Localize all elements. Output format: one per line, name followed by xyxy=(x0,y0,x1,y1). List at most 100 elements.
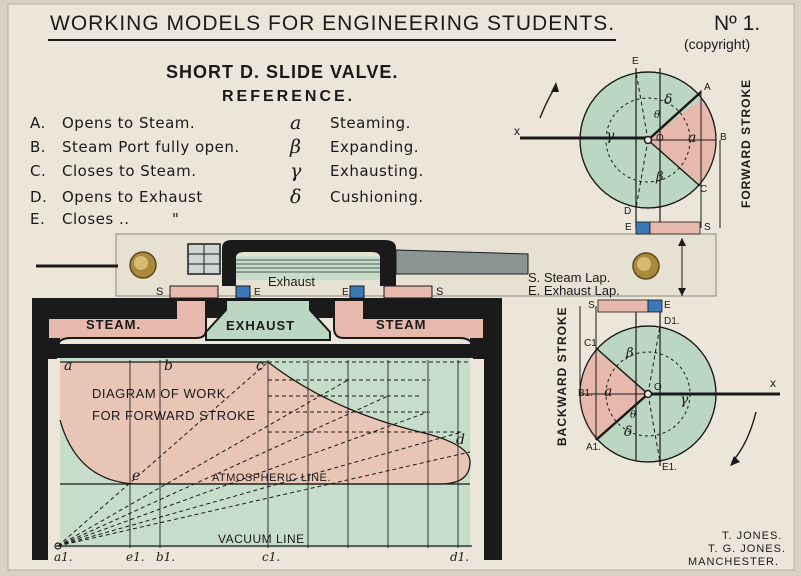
work-label-c: c xyxy=(256,358,264,374)
reference-key-b: B. xyxy=(30,138,47,156)
forward-stroke-label: FORWARD STROKE xyxy=(739,78,753,208)
reference-key-e: E. xyxy=(30,210,46,228)
work-label-d1: d1. xyxy=(450,550,470,564)
valve-subtitle: SHORT D. SLIDE VALVE. xyxy=(166,62,399,82)
rivet-right xyxy=(632,252,660,280)
bwd-gamma: γ xyxy=(680,392,689,408)
fwd-point-o: O xyxy=(656,133,664,144)
work-label-b: b xyxy=(164,358,173,374)
backward-arrow-head xyxy=(730,456,740,466)
reference-heading: REFERENCE. xyxy=(222,88,356,105)
point-a1 xyxy=(54,542,62,550)
valve-spindle xyxy=(395,249,529,275)
port-bar-left xyxy=(48,338,60,358)
backward-circle xyxy=(578,299,780,466)
reference-key-d: D. xyxy=(30,188,48,206)
greek-key-delta: δ xyxy=(290,186,302,208)
forward-circle xyxy=(520,68,721,235)
lap-arrow-down xyxy=(678,288,686,296)
maker-line-3: MANCHESTER. xyxy=(688,556,780,568)
d-valve-hatching xyxy=(236,259,380,273)
greek-key-beta: β xyxy=(290,136,301,158)
work-label-a: a xyxy=(64,358,73,374)
bwd-point-o: O xyxy=(654,382,662,393)
fwd-theta: θ xyxy=(654,110,661,121)
bwd-bar-e: E xyxy=(664,300,671,311)
fwd-point-d: D xyxy=(624,206,632,217)
port-bar-right xyxy=(470,338,484,358)
gland-nut xyxy=(187,243,221,275)
chest-steam-left: STEAM. xyxy=(86,317,142,332)
work-rays xyxy=(57,361,471,547)
exhaust-passage xyxy=(205,299,331,341)
maker-line-2: T. G. JONES. xyxy=(708,543,787,555)
reference-text-c: Closes to Steam. xyxy=(62,162,197,180)
bwd-point-c1: C1 xyxy=(584,338,597,349)
work-label-e: e xyxy=(132,468,141,484)
fwd-bar-s: S xyxy=(704,222,711,233)
bwd-point-b1: B1. xyxy=(578,388,594,399)
exhaust-lap-label: E. Exhaust Lap. xyxy=(528,283,620,298)
bwd-beta: β xyxy=(626,346,634,361)
chest-steam-right: STEAM xyxy=(376,317,427,332)
fwd-beta: β xyxy=(656,170,664,185)
fwd-gamma: γ xyxy=(606,128,615,144)
bwd-bar-s: S xyxy=(588,300,595,311)
rivet-left xyxy=(129,251,157,279)
greek-text-alpha: Steaming. xyxy=(330,114,411,132)
work-diagram-area xyxy=(60,362,470,484)
atmospheric-line-label: ATMOSPHERIC LINE. xyxy=(212,472,331,484)
port-label-e-right: E xyxy=(342,287,349,298)
copyright-note: (copyright) xyxy=(684,36,751,52)
work-label-d: d xyxy=(456,432,465,448)
work-title-line1: DIAGRAM OF WORK xyxy=(92,386,226,401)
greek-text-delta: Cushioning. xyxy=(330,188,424,206)
bwd-theta: θ xyxy=(630,410,637,421)
card-title: WORKING MODELS FOR ENGINEERING STUDENTS. xyxy=(50,12,616,35)
fwd-bar-e: E xyxy=(625,222,632,233)
fwd-point-b: B xyxy=(720,132,727,143)
cylinder-right-wall xyxy=(484,318,502,560)
work-label-c1: c1. xyxy=(262,550,281,564)
d-valve-body xyxy=(222,240,396,286)
fwd-point-e: E xyxy=(632,56,639,67)
reference-text-a: Opens to Steam. xyxy=(62,114,196,132)
port-label-s-right: S xyxy=(436,286,444,298)
reference-key-c: C. xyxy=(30,162,47,180)
greek-text-beta: Expanding. xyxy=(330,138,420,156)
port-label-s-left: S xyxy=(156,286,164,298)
work-label-a1: a1. xyxy=(54,550,73,564)
backward-stroke-label: BACKWARD STROKE xyxy=(555,306,569,446)
maker-line-1: T. JONES. xyxy=(722,530,783,542)
chest-exhaust: EXHAUST xyxy=(226,318,296,333)
greek-key-gamma: γ xyxy=(290,160,302,182)
work-title-line2: FOR FORWARD STROKE xyxy=(92,408,256,423)
forward-arrow-head xyxy=(551,82,559,92)
work-label-e1: e1. xyxy=(126,550,145,564)
cylinder-left-wall xyxy=(32,300,48,560)
steam-lap-label: S. Steam Lap. xyxy=(528,270,611,285)
bwd-point-d1: D1. xyxy=(664,316,680,327)
fwd-delta: δ xyxy=(664,92,673,108)
greek-key-alpha: a xyxy=(290,112,302,134)
bwd-point-e1: E1. xyxy=(662,462,678,473)
bwd-delta: δ xyxy=(624,424,633,440)
bwd-point-a1: A1. xyxy=(586,442,602,453)
card-number: Nº 1. xyxy=(714,12,761,35)
work-curve xyxy=(59,361,471,485)
vacuum-line-label: VACUUM LINE xyxy=(218,532,305,546)
greek-text-gamma: Exhausting. xyxy=(330,162,424,180)
port-e-right xyxy=(349,285,365,299)
fwd-point-x: x xyxy=(514,124,520,138)
bwd-point-x: x xyxy=(770,376,776,390)
bwd-alpha: a xyxy=(604,384,613,400)
reference-text-e: Closes .. xyxy=(62,210,130,228)
reference-text-b: Steam Port fully open. xyxy=(62,138,240,156)
work-label-b1: b1. xyxy=(156,550,176,564)
reference-text-d: Opens to Exhaust xyxy=(62,188,203,206)
slider-exhaust-label: Exhaust xyxy=(268,274,315,289)
lap-arrow-up xyxy=(678,238,686,246)
port-e-left xyxy=(235,285,251,299)
